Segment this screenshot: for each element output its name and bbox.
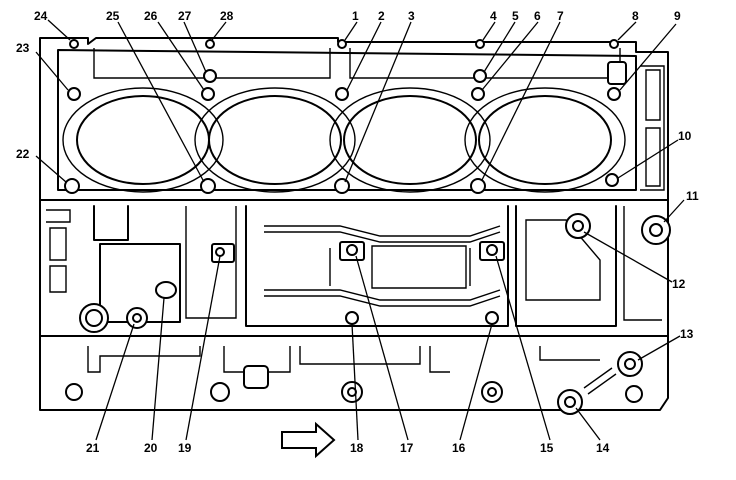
crankcase-section — [46, 205, 662, 327]
block-outline — [39, 37, 669, 411]
callout-26: 26 — [144, 9, 158, 23]
callout-20: 20 — [144, 441, 158, 455]
callout-2: 2 — [378, 9, 385, 23]
pan-rail-section — [65, 346, 643, 415]
callout-12: 12 — [672, 277, 686, 291]
callout-5: 5 — [512, 9, 519, 23]
mid-bolt-holes — [79, 213, 671, 333]
callout-16: 16 — [452, 441, 466, 455]
arrow-right-icon — [281, 421, 336, 459]
cylinder-bores — [62, 87, 626, 193]
callout-labels: 1 2 3 4 5 6 7 8 9 10 11 12 13 14 15 16 1… — [16, 9, 699, 455]
callout-4: 4 — [490, 9, 497, 23]
callout-10: 10 — [678, 129, 692, 143]
callout-13: 13 — [680, 327, 694, 341]
callout-23: 23 — [16, 41, 30, 55]
deck-bolt-holes — [64, 39, 621, 194]
callout-7: 7 — [557, 9, 564, 23]
callout-19: 19 — [178, 441, 192, 455]
callout-25: 25 — [106, 9, 120, 23]
callout-14: 14 — [596, 441, 610, 455]
callout-11: 11 — [686, 189, 699, 203]
callout-22: 22 — [16, 147, 30, 161]
callout-28: 28 — [220, 9, 234, 23]
callout-15: 15 — [540, 441, 554, 455]
callout-6: 6 — [534, 9, 541, 23]
callout-8: 8 — [632, 9, 639, 23]
leader-lines — [35, 19, 685, 441]
callout-3: 3 — [408, 9, 415, 23]
callout-9: 9 — [674, 9, 681, 23]
callout-27: 27 — [178, 9, 192, 23]
callout-1: 1 — [352, 9, 359, 23]
callout-21: 21 — [86, 441, 100, 455]
callout-17: 17 — [400, 441, 414, 455]
callout-18: 18 — [350, 441, 364, 455]
callout-24: 24 — [34, 9, 48, 23]
